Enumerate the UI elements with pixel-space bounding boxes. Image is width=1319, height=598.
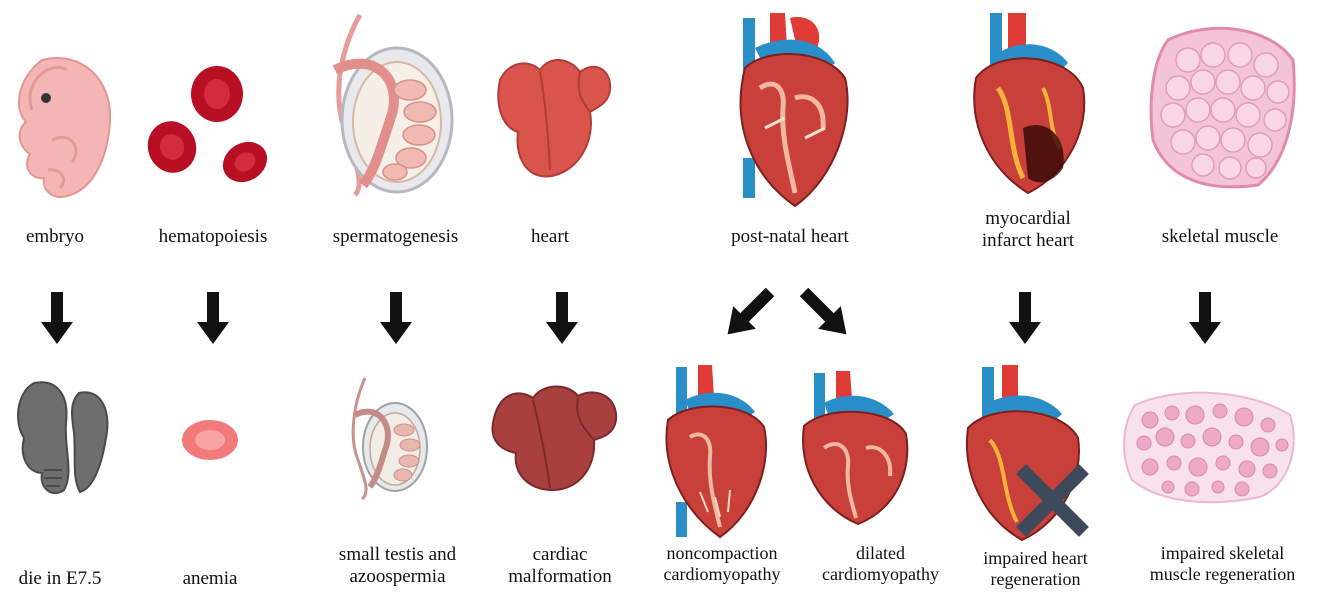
label-dilated-line1: dilated — [808, 543, 953, 564]
label-dilated: dilated cardiomyopathy — [808, 543, 953, 585]
label-small-testis-line1: small testis and — [310, 544, 485, 566]
arrow-down-icon — [197, 292, 229, 344]
damaged-muscle-icon — [1120, 385, 1300, 505]
label-noncompaction-line1: noncompaction — [648, 543, 796, 564]
label-small-testis: small testis and azoospermia — [310, 544, 485, 588]
label-anemia: anemia — [160, 568, 260, 590]
label-cardiac-line2: malformation — [485, 566, 635, 588]
small-testis-icon — [340, 375, 430, 500]
label-die-e75: die in E7.5 — [5, 568, 115, 590]
arrow-diagonal-left-icon — [716, 281, 781, 346]
arrow-down-icon — [546, 292, 578, 344]
dilated-heart-icon — [800, 368, 910, 528]
arrow-down-icon — [1009, 292, 1041, 344]
arrow-down-icon — [41, 292, 73, 344]
label-impaired-muscle-line1: impaired skeletal — [1130, 543, 1315, 564]
arrow-down-icon — [1189, 292, 1221, 344]
arrow-down-icon — [380, 292, 412, 344]
malformed-heart-icon — [488, 378, 623, 493]
label-impaired-heart: impaired heart regeneration — [968, 548, 1103, 590]
label-impaired-heart-line2: regeneration — [968, 569, 1103, 590]
dead-embryo-icon — [14, 378, 114, 498]
pale-blood-cell-icon — [180, 418, 240, 463]
label-impaired-muscle: impaired skeletal muscle regeneration — [1130, 543, 1315, 585]
label-noncompaction: noncompaction cardiomyopathy — [648, 543, 796, 585]
label-impaired-heart-line1: impaired heart — [968, 548, 1103, 569]
noncompaction-heart-icon — [660, 362, 770, 542]
x-mark-icon — [1020, 468, 1085, 533]
label-noncompaction-line2: cardiomyopathy — [648, 564, 796, 585]
label-small-testis-line2: azoospermia — [310, 566, 485, 588]
label-impaired-muscle-line2: muscle regeneration — [1130, 564, 1315, 585]
label-cardiac-malformation: cardiac malformation — [485, 544, 635, 588]
label-cardiac-line1: cardiac — [485, 544, 635, 566]
label-dilated-line2: cardiomyopathy — [808, 564, 953, 585]
arrow-diagonal-right-icon — [793, 281, 858, 346]
